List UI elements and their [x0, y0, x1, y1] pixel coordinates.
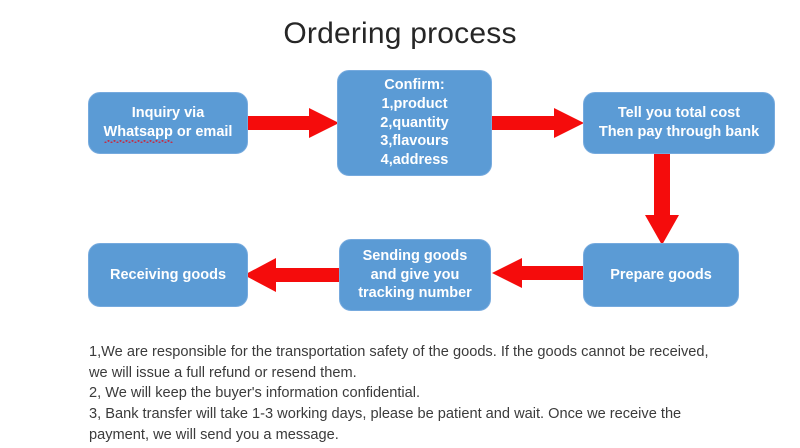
policy-note-1-line-1: 1,We are responsible for the transportat…: [89, 344, 709, 360]
flow-node-total-cost[interactable]: Tell you total cost Then pay through ban…: [583, 92, 775, 154]
arrow-prepare-to-sending: [492, 258, 584, 288]
flow-node-receiving-goods-line-1: Receiving goods: [109, 266, 227, 283]
flow-node-total-cost-text: Tell you total cost Then pay through ban…: [590, 104, 768, 142]
arrow-sending-to-receiving: [244, 258, 340, 292]
flow-node-prepare-goods-text: Prepare goods: [590, 266, 732, 285]
misspelled-word-whatsapp: Whatsapp: [103, 124, 174, 143]
flow-node-confirm-line-3: 2,quantity: [380, 114, 449, 131]
flow-node-sending-goods[interactable]: Sending goods and give you tracking numb…: [339, 239, 491, 311]
flow-node-confirm-text: Confirm: 1,product 2,quantity 3,flavours…: [344, 76, 485, 170]
flow-node-confirm-line-4: 3,flavours: [380, 133, 449, 150]
page-title: Ordering process: [283, 17, 517, 50]
policy-note-1-line-2: we will issue a full refund or resend th…: [89, 364, 357, 381]
flow-node-receiving-goods[interactable]: Receiving goods: [88, 243, 248, 307]
flow-node-sending-goods-line-2: and give you: [370, 266, 460, 283]
flow-node-total-cost-line-2: Then pay through bank: [598, 124, 760, 140]
flow-node-inquiry-line-1: Inquiry via: [131, 105, 205, 122]
flow-node-inquiry-line-2: Whatsapp or email: [95, 123, 241, 143]
flow-node-prepare-goods[interactable]: Prepare goods: [583, 243, 739, 307]
policy-note-3-line-1: 3, Bank transfer will take 1-3 working d…: [89, 406, 682, 423]
arrow-cost-to-prepare: [645, 153, 679, 245]
flow-node-sending-goods-text: Sending goods and give you tracking numb…: [346, 247, 484, 304]
flow-node-confirm-line-2: 1,product: [381, 95, 448, 112]
flow-node-inquiry[interactable]: Inquiry via Whatsapp or email: [88, 92, 248, 154]
flow-node-inquiry-text: Inquiry via Whatsapp or email: [95, 104, 241, 143]
flow-node-sending-goods-line-1: Sending goods: [362, 247, 468, 264]
arrow-inquiry-to-confirm: [247, 108, 339, 138]
policy-note-3-line-2: payment, we will send you a message.: [89, 426, 339, 443]
flow-node-confirm[interactable]: Confirm: 1,product 2,quantity 3,flavours…: [337, 70, 492, 176]
flow-node-receiving-goods-text: Receiving goods: [95, 266, 241, 285]
flow-node-prepare-goods-line-1: Prepare goods: [610, 266, 712, 283]
flow-node-confirm-line-1: Confirm:: [384, 76, 445, 93]
flow-node-confirm-line-5: 4,address: [380, 152, 449, 169]
policy-notes: 1,We are responsible for the transportat…: [89, 342, 779, 446]
flow-node-total-cost-line-1: Tell you total cost: [617, 105, 741, 122]
arrow-confirm-to-cost: [492, 108, 584, 138]
policy-note-2: 2, We will keep the buyer's information …: [89, 385, 421, 402]
flow-node-inquiry-line-2-rest: or email: [172, 124, 233, 140]
flow-node-sending-goods-line-3: tracking number: [358, 285, 472, 302]
